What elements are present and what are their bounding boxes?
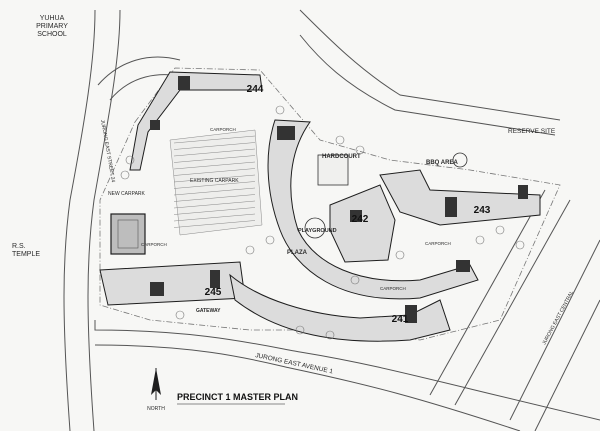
carpark-stripe: [173, 181, 256, 189]
carporch-label-2: CARPORCH: [141, 242, 167, 247]
carpark-stripe: [173, 207, 256, 215]
site-boundary: [99, 67, 561, 341]
bbq-area: [452, 152, 468, 168]
block-number-241: 241: [392, 314, 409, 325]
temple-square-building: [110, 213, 146, 255]
school-line-3: SCHOOL: [37, 31, 67, 38]
block-243: [379, 169, 541, 226]
plan-title: PRECINCT 1 MASTER PLAN: [177, 392, 298, 402]
north-arrow-icon: NORTH: [147, 368, 165, 412]
temple-line-1: R.S.: [12, 243, 26, 250]
carpark-stripe: [173, 142, 256, 150]
carporch-label-4: CARPORCH: [380, 286, 406, 291]
gateway-label: GATEWAY: [196, 308, 221, 314]
trees: [120, 105, 525, 340]
block-242: [329, 184, 396, 263]
road-network: [63, 9, 600, 431]
carpark-stripe: [173, 148, 256, 157]
carpark-stripe: [173, 168, 256, 176]
school-line-1: YUHUA: [40, 15, 65, 22]
playground: [304, 217, 326, 239]
block-number-243: 243: [474, 205, 491, 216]
carporch-label-3: CARPORCH: [425, 241, 451, 246]
carpark-stripe: [173, 220, 256, 228]
temple-line-2: TEMPLE: [12, 251, 40, 258]
new-carpark-label: NEW CARPARK: [108, 191, 146, 197]
carpark-stripe: [173, 200, 256, 209]
block-244: [129, 71, 263, 171]
school-line-2: PRIMARY: [36, 23, 68, 30]
carpark-stripe: [173, 135, 256, 144]
existing-carpark-area: [169, 129, 263, 236]
carpark-stripe: [173, 174, 256, 183]
carporch-label-1: CARPORCH: [210, 127, 236, 132]
block-245: [99, 261, 246, 306]
road-label-street: JURONG EAST STREET 24: [99, 119, 116, 183]
carpark-stripe: [173, 213, 256, 222]
crescent-blocks: [267, 119, 479, 300]
school-label: YUHUA PRIMARY SCHOOL: [36, 15, 68, 38]
block-241: [229, 273, 451, 342]
existing-carpark-label: EXISTING CARPARK: [190, 178, 239, 184]
hardcourt-label: HARDCOURT: [322, 154, 361, 160]
bbq-label: BBQ AREA: [426, 160, 458, 166]
carpark-stripe: [173, 161, 256, 170]
north-label: NORTH: [147, 406, 165, 412]
carpark-stripe: [173, 155, 256, 163]
plaza-label: PLAZA: [287, 250, 308, 256]
playground-label: PLAYGROUND: [298, 228, 337, 234]
carpark-stripe: [173, 187, 256, 196]
reserve-site-label: RESERVE SITE: [508, 128, 556, 135]
carpark-stripe: [173, 194, 256, 202]
road-label-central: JURONG EAST CENTRAL: [541, 290, 575, 346]
block-number-245: 245: [205, 287, 222, 298]
block-number-242: 242: [352, 214, 369, 225]
block-number-244: 244: [247, 84, 264, 95]
hardcourt: [317, 154, 349, 186]
